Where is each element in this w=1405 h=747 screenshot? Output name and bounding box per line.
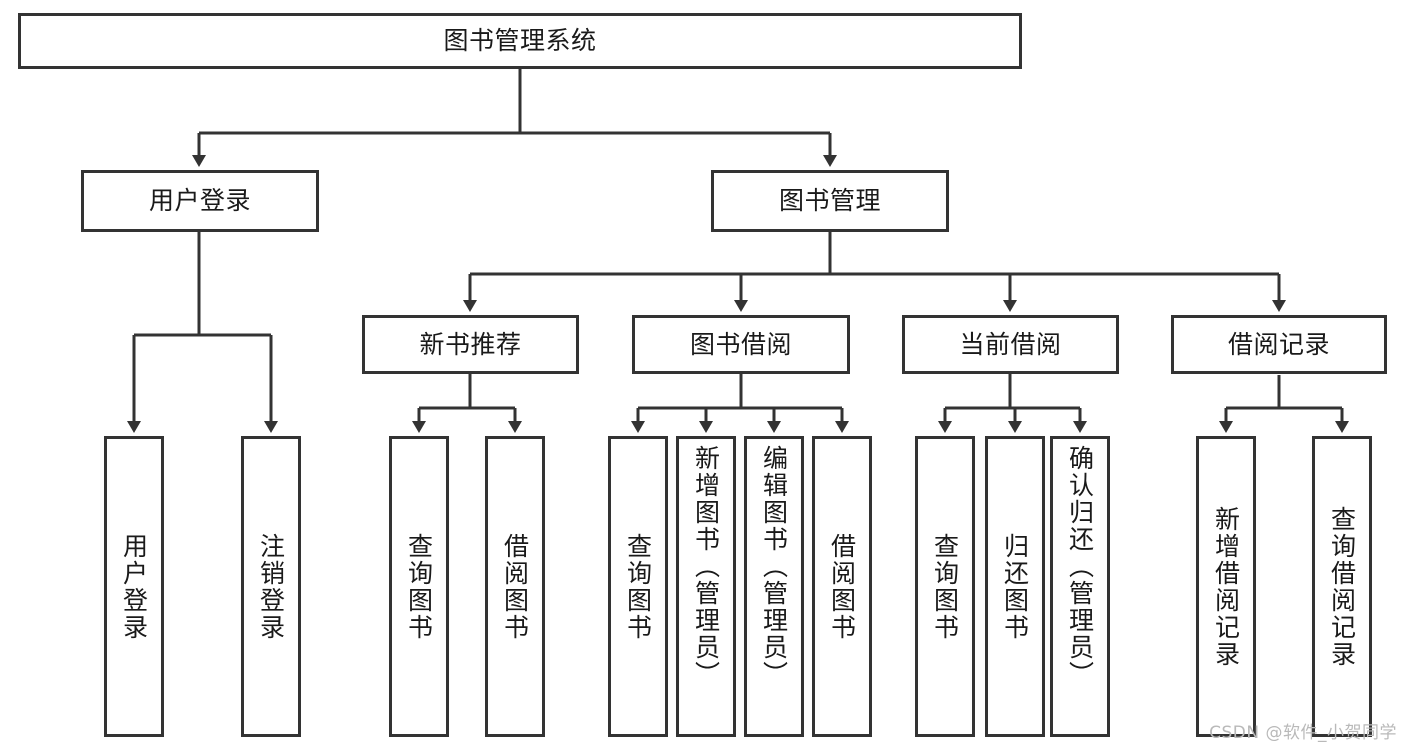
leaf-node-label: 借阅图书 [827,532,857,641]
leaf-node-label: 注销登录 [256,532,286,641]
leaf-node[interactable]: 新增图书（管理员） [676,436,736,737]
leaf-node[interactable]: 编辑图书（管理员） [744,436,804,737]
leaf-node[interactable]: 注销登录 [241,436,301,737]
leaf-node[interactable]: 归还图书 [985,436,1045,737]
node-current-borrow[interactable]: 当前借阅 [902,315,1119,374]
leaf-node-label: 用户登录 [119,532,149,641]
node-user-login-label: 用户登录 [148,186,251,216]
leaf-node-label: 确认归还（管理员） [1065,445,1095,688]
leaf-node-label: 查询图书 [930,532,960,641]
node-current-borrow-label: 当前借阅 [959,329,1062,359]
node-book-borrow-label: 图书借阅 [689,329,792,359]
leaf-node[interactable]: 查询图书 [608,436,668,737]
leaf-node-label: 归还图书 [1000,532,1030,641]
leaf-node-label: 新增图书（管理员） [691,445,721,688]
node-book-management-label: 图书管理 [778,186,881,216]
node-book-management[interactable]: 图书管理 [711,170,949,232]
leaf-node-label: 查询借阅记录 [1327,505,1357,668]
leaf-node[interactable]: 查询图书 [915,436,975,737]
node-borrow-record-label: 借阅记录 [1227,329,1330,359]
node-root-label: 图书管理系统 [443,26,597,56]
leaf-node[interactable]: 用户登录 [104,436,164,737]
node-root[interactable]: 图书管理系统 [18,13,1022,69]
leaf-node-label: 查询图书 [404,532,434,641]
leaf-node-label: 查询图书 [623,532,653,641]
leaf-node-label: 编辑图书（管理员） [759,445,789,688]
leaf-node-label: 借阅图书 [500,532,530,641]
leaf-node[interactable]: 查询借阅记录 [1312,436,1372,737]
leaf-node[interactable]: 新增借阅记录 [1196,436,1256,737]
node-book-borrow[interactable]: 图书借阅 [632,315,850,374]
leaf-node[interactable]: 借阅图书 [485,436,545,737]
node-new-book-recommend-label: 新书推荐 [419,329,522,359]
watermark-text: CSDN @软件_小贺同学 [1209,723,1397,743]
node-borrow-record[interactable]: 借阅记录 [1171,315,1387,374]
node-user-login[interactable]: 用户登录 [81,170,319,232]
leaf-node[interactable]: 借阅图书 [812,436,872,737]
leaf-node-label: 新增借阅记录 [1211,505,1241,668]
leaf-node[interactable]: 确认归还（管理员） [1050,436,1110,737]
node-new-book-recommend[interactable]: 新书推荐 [362,315,579,374]
leaf-node[interactable]: 查询图书 [389,436,449,737]
